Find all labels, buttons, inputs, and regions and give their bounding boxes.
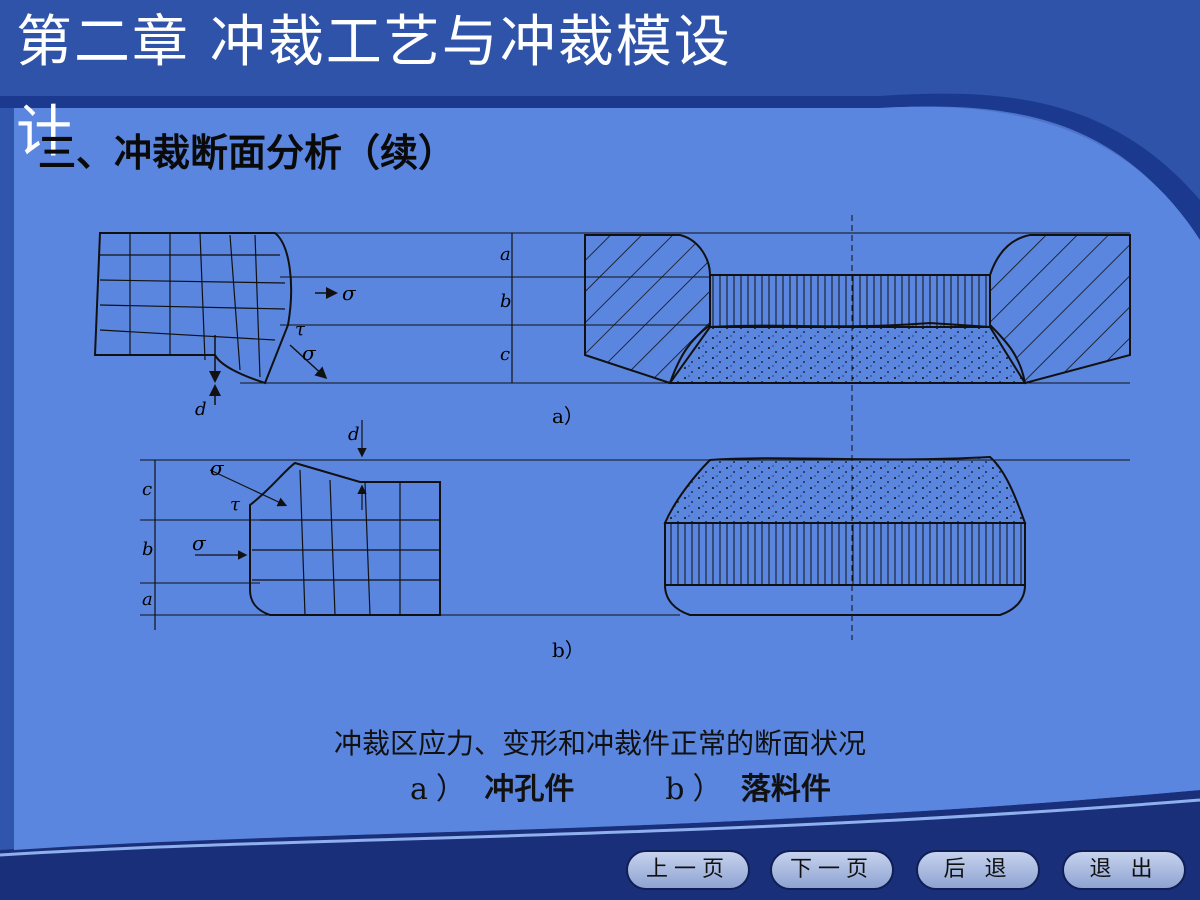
sigma-label-a2: σ	[302, 341, 317, 365]
grid-b	[249, 461, 441, 616]
label-b: b）	[552, 638, 585, 662]
section-a	[584, 234, 1131, 385]
tau-label-b: τ	[230, 494, 241, 515]
next-page-button[interactable]: 下一页	[770, 850, 894, 890]
dim-d-label-b: d	[348, 424, 360, 445]
sigma-label-b2: σ	[192, 531, 207, 555]
grid-a	[93, 232, 293, 385]
dim-a-label-b: a	[142, 589, 153, 610]
dim-a-label-a: a	[500, 244, 511, 265]
dim-c-label-b: c	[142, 479, 152, 500]
tau-label-a: τ	[295, 319, 306, 340]
dim-c-label-a: c	[500, 344, 510, 365]
dimension-arrows-b	[154, 420, 367, 630]
figure-caption: 冲裁区应力、变形和冲裁件正常的断面状况	[333, 727, 866, 760]
section-subtitle: 三、冲裁断面分析（续）	[38, 131, 457, 175]
slide-navigation: 上一页 下一页 后 退 退 出	[620, 850, 1200, 892]
stress-arrows-a	[209, 287, 338, 405]
label-a: a）	[552, 404, 584, 428]
blanking-section-diagram: σ σ τ d a b c a）	[93, 215, 1131, 662]
slide-title-line2: 计	[16, 100, 72, 165]
prev-page-button[interactable]: 上一页	[626, 850, 750, 890]
caption-b-text: 落料件	[740, 772, 831, 807]
caption-a-prefix: a）	[410, 772, 474, 807]
caption-b-prefix: b）	[665, 772, 731, 807]
section-b	[663, 455, 1027, 616]
caption-a-text: 冲孔件	[484, 772, 575, 807]
back-button[interactable]: 后 退	[916, 850, 1040, 890]
slide-title-line1: 第二章 冲裁工艺与冲裁模设	[16, 10, 732, 75]
dim-b-label-a: b	[500, 291, 512, 312]
sigma-label-b1: σ	[210, 456, 225, 480]
figure-caption-legend: a） 冲孔件 b） 落料件	[410, 764, 831, 808]
sigma-label-a1: σ	[342, 281, 357, 305]
dim-d-label-a: d	[195, 399, 207, 420]
exit-button[interactable]: 退 出	[1062, 850, 1186, 890]
dim-b-label-b: b	[142, 539, 154, 560]
